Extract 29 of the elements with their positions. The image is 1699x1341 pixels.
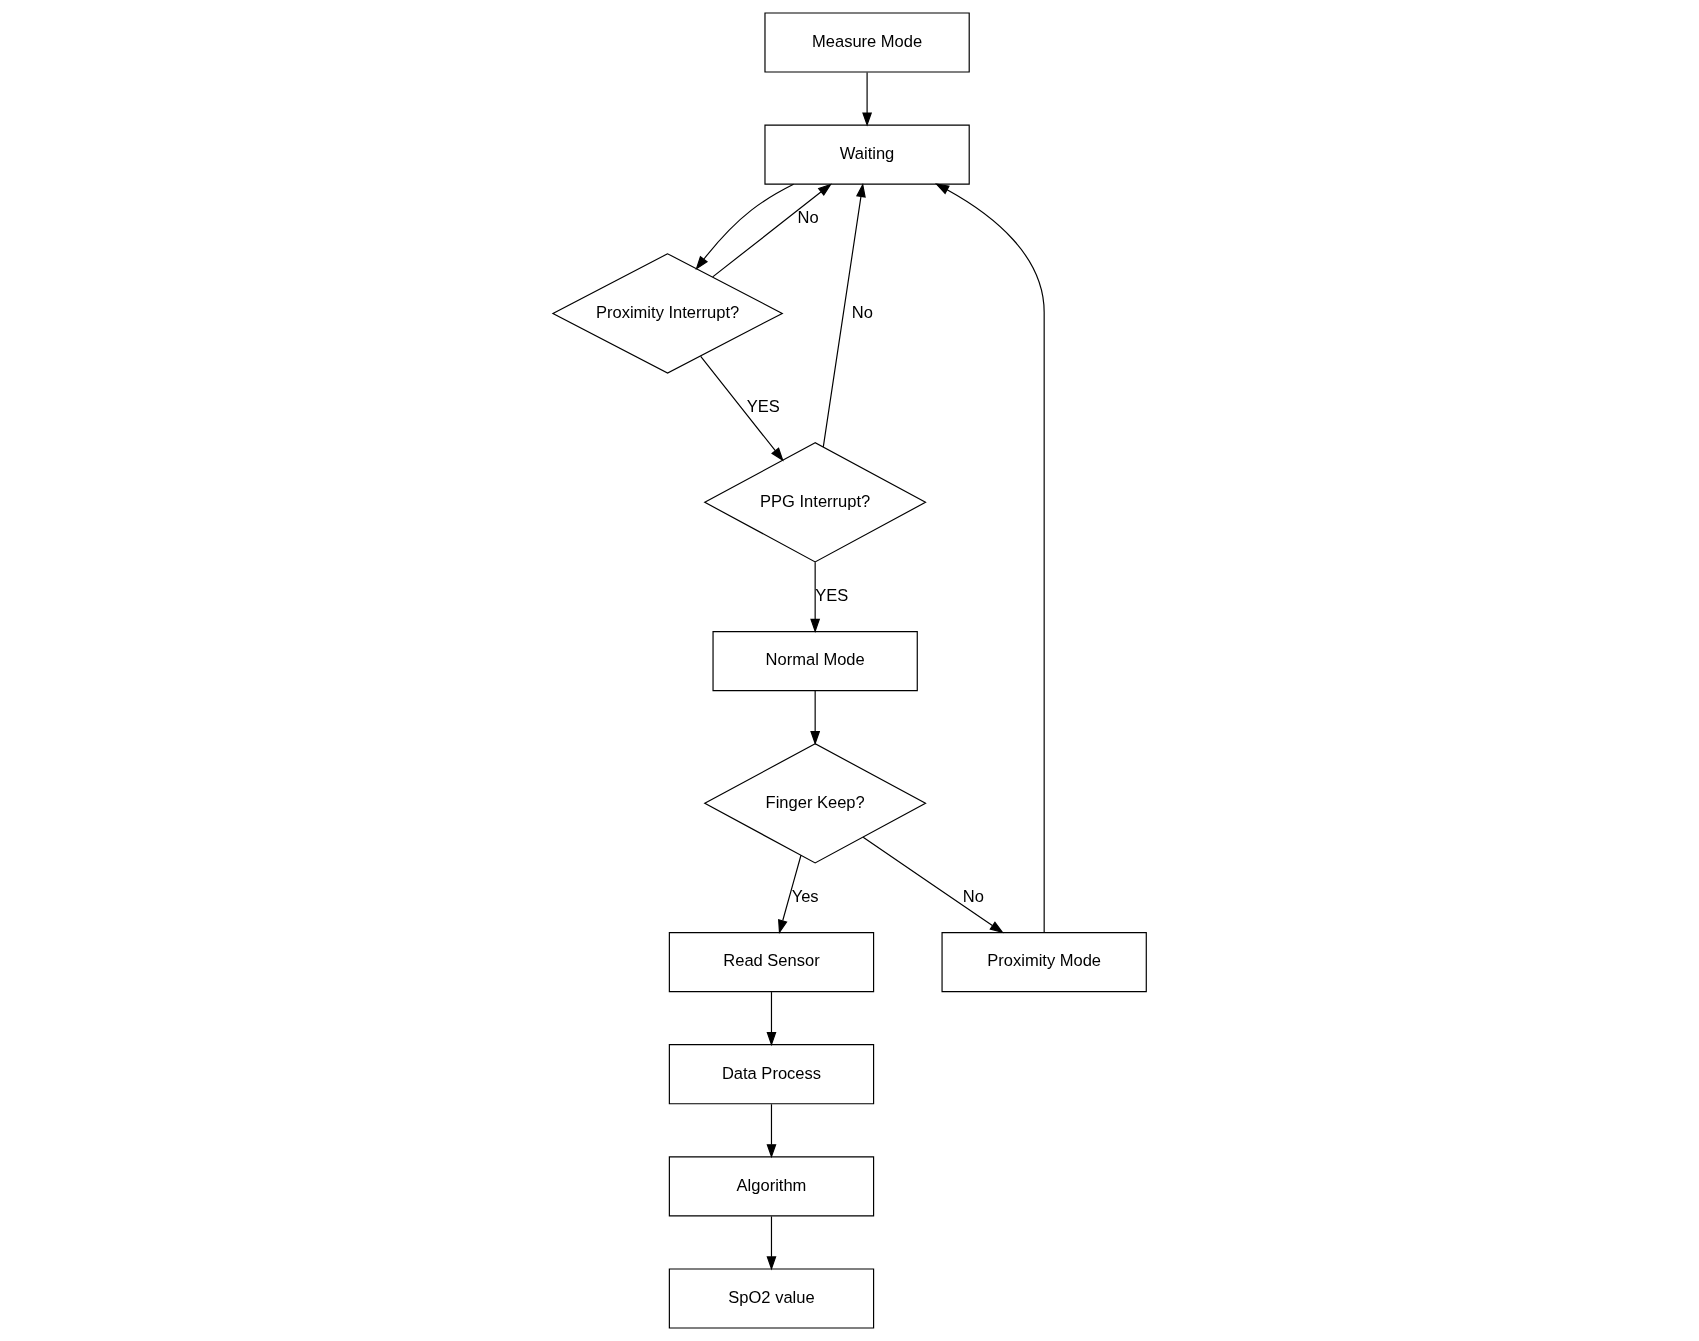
edge-label: No — [851, 302, 873, 322]
arrow — [700, 355, 784, 462]
arrow — [862, 836, 1004, 934]
arrow — [766, 1103, 777, 1159]
arrow — [766, 991, 777, 1047]
node-box: Waiting — [764, 124, 970, 185]
edge-label: No — [797, 208, 819, 228]
node-box: Read Sensor — [668, 932, 875, 993]
arrow — [810, 690, 821, 746]
node-diamond: PPG Interrupt? — [703, 442, 927, 563]
node-diamond: Finger Keep? — [703, 743, 927, 864]
arrow — [712, 183, 832, 278]
node-box: Algorithm — [668, 1156, 875, 1217]
arrow — [778, 854, 802, 934]
edge-label: No — [962, 887, 984, 907]
arrow — [822, 182, 866, 448]
node-box: Normal Mode — [712, 630, 918, 692]
arrow — [766, 1215, 777, 1271]
arrow — [810, 561, 821, 633]
edge-label: YES — [746, 397, 780, 417]
arrow — [862, 71, 873, 127]
arrow — [935, 183, 1045, 933]
edge-label: Yes — [791, 887, 819, 907]
node-box: Measure Mode — [764, 12, 970, 73]
arrow — [695, 183, 795, 271]
node-box: Proximity Mode — [941, 932, 1147, 993]
edge-label: YES — [815, 586, 849, 606]
node-box: Data Process — [668, 1044, 875, 1105]
node-box: SpO2 value — [668, 1268, 875, 1329]
